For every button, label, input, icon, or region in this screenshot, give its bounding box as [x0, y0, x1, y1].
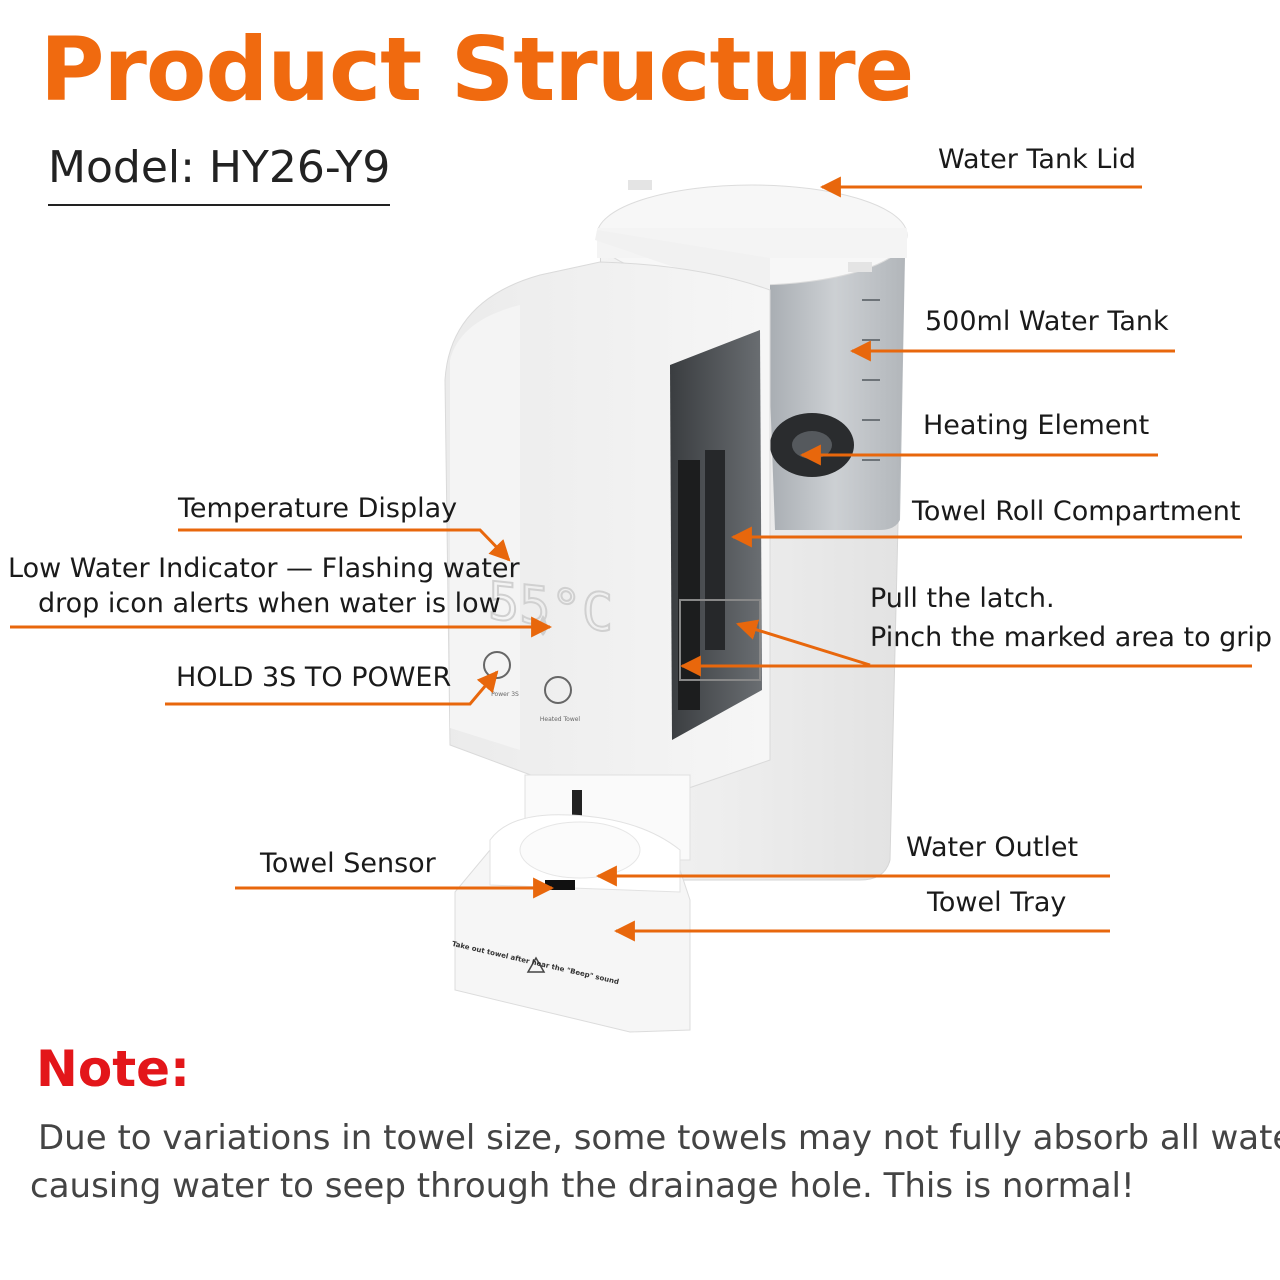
heated-towel-button[interactable]: Heated Towel	[540, 676, 581, 723]
leader-latch-1	[735, 619, 871, 667]
tray-cup-inner	[519, 821, 641, 879]
label-water-outlet: Water Outlet	[906, 832, 1079, 863]
label-latch-line1: Pull the latch.	[870, 583, 1055, 614]
towel-sensor	[545, 880, 575, 890]
leader-temperature-display	[178, 528, 511, 562]
note-heading: Note:	[36, 1040, 191, 1098]
svg-text:Heated Towel: Heated Towel	[540, 716, 581, 723]
leader-lines	[10, 176, 1252, 942]
lid-tab	[628, 180, 652, 190]
latch-area	[679, 599, 761, 681]
label-temperature-display: Temperature Display	[178, 493, 458, 524]
roll-bar	[705, 450, 725, 650]
svg-text:Power 3S: Power 3S	[491, 691, 519, 698]
label-water-tank: 500ml Water Tank	[925, 306, 1169, 337]
front-panel	[450, 305, 520, 750]
note-line-1: Due to variations in towel size, some to…	[38, 1118, 1280, 1158]
label-power: HOLD 3S TO POWER	[176, 662, 452, 693]
label-towel-tray: Towel Tray	[927, 887, 1067, 918]
note-line-2: causing water to seep through the draina…	[30, 1166, 1135, 1206]
label-low-water-indicator-line2: drop icon alerts when water is low	[38, 588, 501, 619]
lid-tab	[848, 262, 872, 272]
leader-power	[165, 670, 499, 706]
label-water-tank-lid: Water Tank Lid	[938, 144, 1136, 175]
water-nozzle	[572, 790, 582, 816]
water-tank	[765, 255, 905, 530]
tank-graduations	[862, 299, 880, 461]
label-towel-sensor: Towel Sensor	[260, 848, 436, 879]
device-illustration: 55°C Power 3S Heated Towel Take out towe…	[444, 180, 908, 1033]
roll-bar	[678, 460, 700, 710]
warning-icon	[526, 956, 546, 973]
label-heating-element: Heating Element	[923, 410, 1150, 441]
page-title: Product Structure	[40, 18, 914, 121]
label-latch-line2: Pinch the marked area to grip	[870, 622, 1273, 653]
model-number: Model: HY26-Y9	[48, 146, 391, 206]
label-low-water-indicator-line1: Low Water Indicator — Flashing water	[8, 553, 520, 584]
note-body: Due to variations in towel size, some to…	[30, 1114, 1280, 1210]
label-towel-roll-compartment: Towel Roll Compartment	[912, 496, 1241, 527]
